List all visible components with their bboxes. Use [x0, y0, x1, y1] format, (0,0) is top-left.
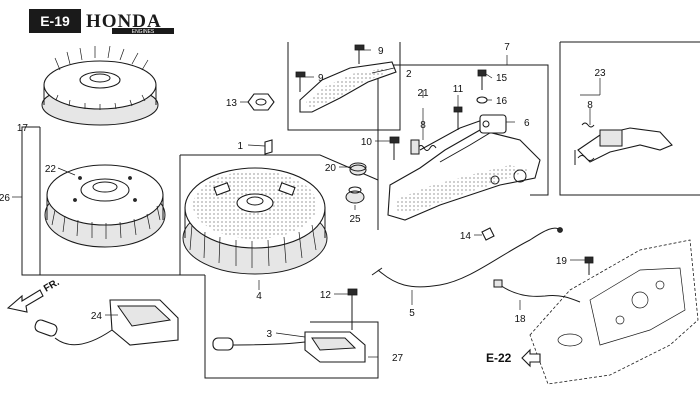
honda-logo-sub: ENGINES	[132, 29, 155, 35]
e22-reference-plate	[529, 239, 699, 385]
callout-10: 10	[361, 137, 373, 148]
part-25-grommet	[345, 186, 365, 204]
engines-bar	[112, 28, 174, 34]
callout-21: 21	[417, 88, 429, 99]
reference-arrow-icon[interactable]	[521, 348, 541, 368]
callout-9b: 9	[318, 73, 324, 84]
callout-25: 25	[349, 214, 361, 225]
part-15-screw	[477, 69, 487, 90]
part-18-wire	[493, 279, 581, 303]
callout-3: 3	[266, 329, 272, 340]
part-6-switch	[479, 114, 507, 134]
callout-8b: 8	[587, 100, 593, 111]
part-11-screw	[453, 106, 463, 130]
callout-19: 19	[556, 256, 568, 267]
reference-e22[interactable]: E-22	[486, 348, 541, 368]
part-13-nut	[247, 93, 275, 111]
front-direction-indicator: FR.	[6, 277, 62, 313]
callout-27: 27	[392, 353, 404, 364]
callout-23: 23	[594, 68, 606, 79]
callout-5: 5	[409, 308, 415, 319]
leader-lines	[12, 49, 601, 358]
callout-6: 6	[524, 118, 530, 129]
callout-4: 4	[256, 291, 262, 302]
direction-label: FR.	[42, 277, 62, 295]
callout-8a: 8	[420, 120, 426, 131]
part-16-washer	[476, 96, 488, 104]
part-24-ignition-coil	[34, 299, 179, 346]
part-3-ignition-coil	[212, 331, 366, 363]
callout-2: 2	[406, 69, 412, 80]
part-9-bolts	[295, 44, 365, 92]
page-code: E-19	[40, 13, 70, 29]
part-12-screw	[347, 288, 358, 330]
part-7-bracket	[387, 117, 541, 221]
part-19-screw	[584, 256, 594, 275]
reference-label[interactable]: E-22	[486, 351, 512, 365]
page-code-box	[29, 9, 81, 33]
callout-12: 12	[320, 290, 332, 301]
callout-17: 17	[17, 123, 29, 134]
callout-15: 15	[496, 73, 508, 84]
part-10-bolt	[389, 136, 400, 160]
callout-14: 14	[460, 231, 472, 242]
part-4-flywheel	[182, 167, 328, 275]
part-14-clip	[481, 227, 495, 241]
part-17-fan	[41, 45, 159, 126]
part-23-brake-assy	[574, 122, 673, 165]
callout-22: 22	[45, 164, 57, 175]
callout-1: 1	[237, 141, 243, 152]
part-1-key	[264, 139, 273, 155]
callout-26: 26	[0, 193, 10, 204]
callouts: 1 2 3 4 5 6 7 8 8 9 9 10 11 12 13 14 15 …	[0, 42, 606, 364]
part-5-wire	[371, 227, 563, 288]
callout-9a: 9	[378, 46, 384, 57]
callout-24: 24	[91, 311, 103, 322]
part-21-spring	[410, 139, 437, 155]
honda-logo: HONDA	[86, 11, 162, 32]
callout-20: 20	[325, 163, 337, 174]
callout-18: 18	[514, 314, 526, 325]
callout-16: 16	[496, 96, 508, 107]
part-2-brake-arm	[299, 61, 397, 113]
part-22-flywheel	[44, 164, 166, 248]
callout-7: 7	[504, 42, 510, 53]
page-header: E-19 HONDA ENGINES	[29, 9, 174, 35]
part-20-grommet	[349, 162, 367, 176]
callout-11: 11	[453, 84, 464, 95]
callout-13: 13	[226, 98, 238, 109]
